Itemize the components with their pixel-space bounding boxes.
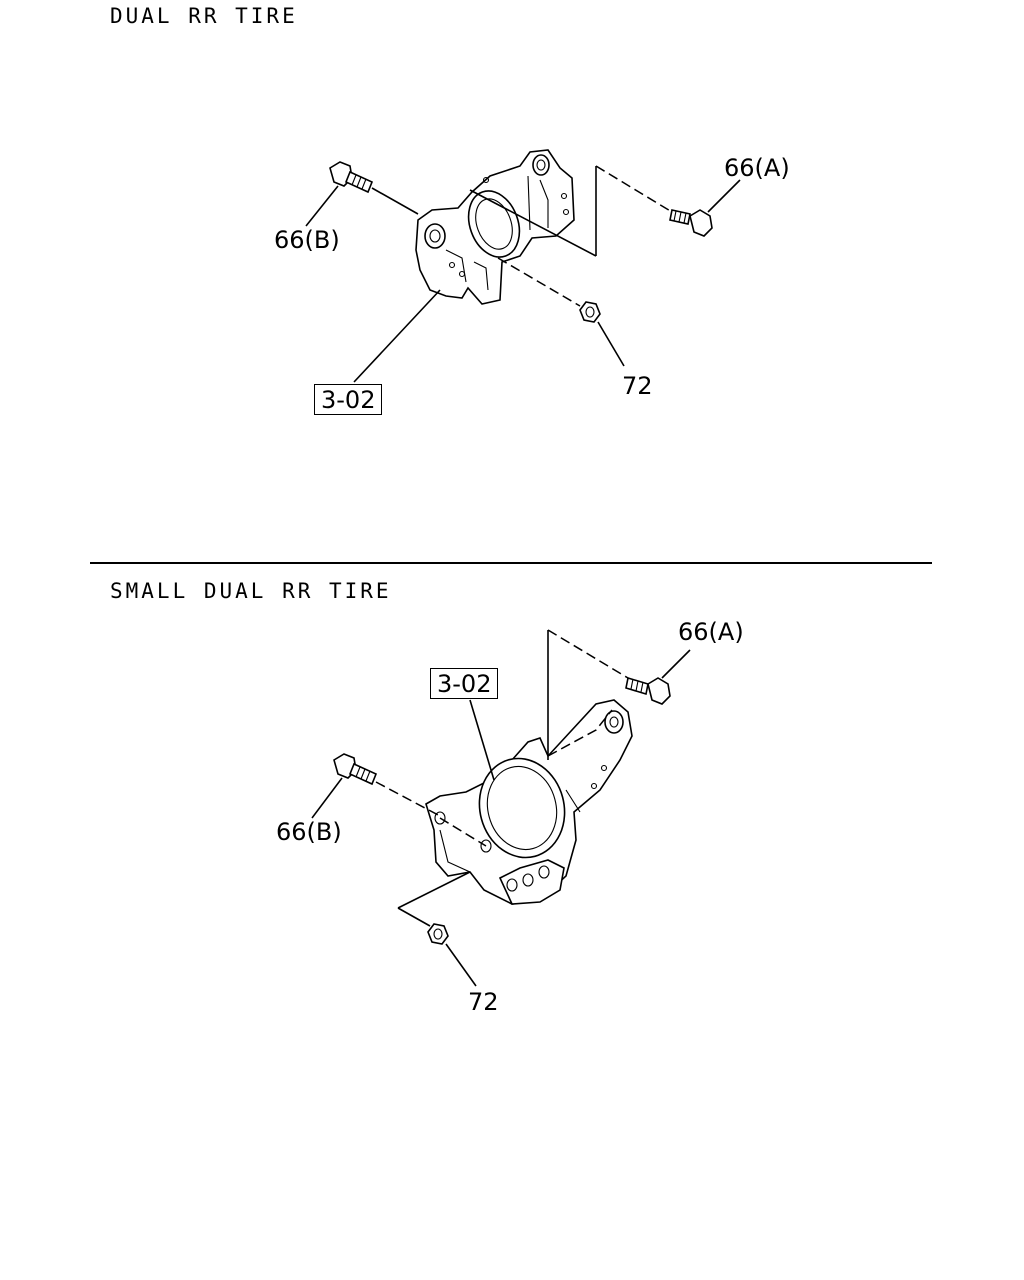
callout-ref-3-02-top[interactable]: 3-02 <box>314 384 383 415</box>
callout-72-top: 72 <box>622 372 653 400</box>
bolt-66b-top-icon <box>329 161 374 194</box>
bracket-top <box>415 149 575 305</box>
nut-72-bottom-icon <box>427 923 449 945</box>
bracket-bottom <box>425 699 633 905</box>
callout-66a-top: 66(A) <box>724 154 790 182</box>
bolt-66b-bottom-icon <box>333 753 378 786</box>
callout-72-bottom: 72 <box>468 988 499 1016</box>
callout-66a-bottom: 66(A) <box>678 618 744 646</box>
callout-66b-bottom: 66(B) <box>276 818 342 846</box>
section-title-small-dual-rr-tire: SMALL DUAL RR TIRE <box>110 579 392 603</box>
section-title-dual-rr-tire: DUAL RR TIRE <box>110 4 298 28</box>
callout-66b-top: 66(B) <box>274 226 340 254</box>
nut-72-top-icon <box>579 301 601 323</box>
bolt-66a-bottom-icon <box>625 676 671 705</box>
callout-ref-3-02-bottom[interactable]: 3-02 <box>430 668 499 699</box>
bolt-66a-top-icon <box>669 209 713 237</box>
